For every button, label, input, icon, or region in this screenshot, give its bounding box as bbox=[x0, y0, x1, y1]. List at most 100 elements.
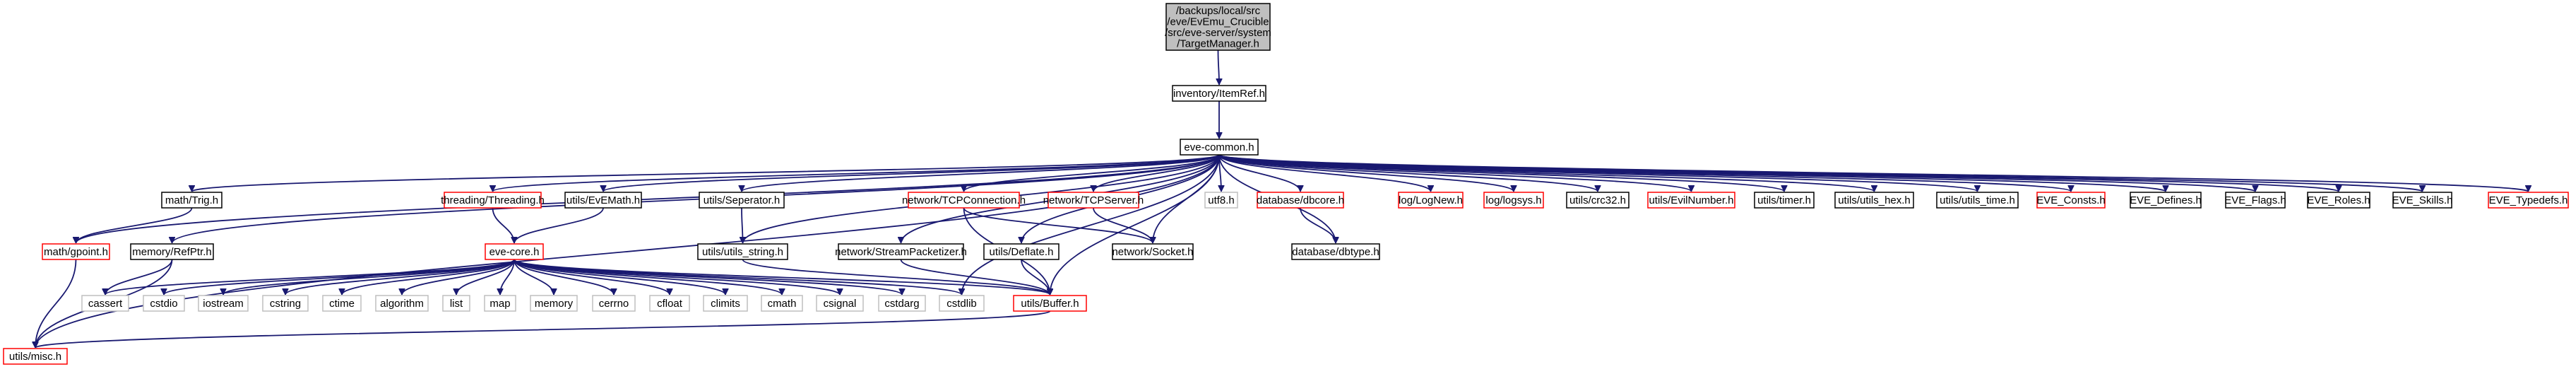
node-misc[interactable]: utils/misc.h bbox=[3, 348, 68, 365]
node-root[interactable]: /backups/local/src/eve/EvEmu_Crucible/sr… bbox=[1165, 3, 1271, 51]
node-refptr[interactable]: memory/RefPtr.h bbox=[130, 243, 214, 260]
edge-buffer-to-misc bbox=[35, 310, 1051, 349]
node-dbcore[interactable]: database/dbcore.h bbox=[1257, 192, 1344, 209]
node-box-logsys bbox=[1483, 192, 1544, 209]
node-cstdio: cstdio bbox=[143, 295, 185, 312]
node-box-utilsstring bbox=[697, 243, 788, 260]
edge-root-to-itemref bbox=[1218, 49, 1220, 85]
node-box-tcpconn bbox=[908, 192, 1020, 209]
edge-evecommon-to-crc32 bbox=[1218, 154, 1598, 192]
edge-evecore-to-cassert bbox=[105, 259, 515, 296]
edge-gpoint-to-misc bbox=[35, 259, 77, 348]
node-timer[interactable]: utils/timer.h bbox=[1754, 192, 1815, 209]
node-box-tcpserver bbox=[1047, 192, 1139, 209]
edge-evecommon-to-socket bbox=[1153, 154, 1220, 243]
node-box-timer bbox=[1754, 192, 1815, 209]
node-box-skills bbox=[2392, 192, 2452, 209]
node-box-threading bbox=[444, 192, 542, 209]
node-label-ctime: ctime bbox=[329, 298, 355, 310]
node-label-algorithm: algorithm bbox=[380, 298, 424, 310]
edge-evecore-to-cerrno bbox=[514, 259, 614, 296]
edge-evecommon-to-evilnumber bbox=[1218, 154, 1692, 192]
node-box-streampack bbox=[838, 243, 964, 260]
node-threading[interactable]: threading/Threading.h bbox=[441, 192, 545, 209]
node-box-algorithm bbox=[375, 295, 429, 312]
node-label-roles: EVE_Roles.h bbox=[2307, 194, 2370, 206]
node-box-cstdlib bbox=[939, 295, 985, 312]
node-label-streampack: network/StreamPacketizer.h bbox=[835, 246, 967, 258]
edge-evecore-to-map bbox=[500, 259, 515, 296]
node-utilsstring[interactable]: utils/utils_string.h bbox=[697, 243, 788, 260]
edge-evecommon-to-logsys bbox=[1218, 154, 1514, 192]
edge-evecommon-to-trig bbox=[192, 154, 1220, 192]
node-label-gpoint: math/gpoint.h bbox=[44, 246, 108, 258]
node-label-evemath: utils/EvEMath.h bbox=[566, 194, 640, 206]
node-label-dbtype: database/dbtype.h bbox=[1292, 246, 1379, 258]
edge-evecore-to-cstdio bbox=[164, 259, 515, 296]
node-label-tcpserver: network/TCPServer.h bbox=[1043, 194, 1144, 206]
node-socket[interactable]: network/Socket.h bbox=[1112, 243, 1194, 260]
node-box-buffer bbox=[1013, 295, 1087, 312]
node-map: map bbox=[484, 295, 516, 312]
node-box-gpoint bbox=[42, 243, 110, 260]
edge-streampack-to-buffer bbox=[900, 259, 1050, 296]
node-box-flags bbox=[2225, 192, 2286, 209]
node-label-lognew: log/LogNew.h bbox=[1399, 194, 1463, 206]
node-flags[interactable]: EVE_Flags.h bbox=[2224, 192, 2286, 209]
node-label-cmath: cmath bbox=[768, 298, 797, 310]
node-typedefs[interactable]: EVE_Typedefs.h bbox=[2488, 192, 2569, 209]
node-cstdlib: cstdlib bbox=[939, 295, 985, 312]
node-label-cfloat: cfloat bbox=[657, 298, 683, 310]
node-utilshex[interactable]: utils/utils_hex.h bbox=[1834, 192, 1914, 209]
node-label-crc32: utils/crc32.h bbox=[1569, 194, 1626, 206]
node-logsys[interactable]: log/logsys.h bbox=[1483, 192, 1544, 209]
edge-tcpserver-to-socket bbox=[1093, 207, 1153, 244]
node-evilnumber[interactable]: utils/EvilNumber.h bbox=[1647, 192, 1735, 209]
node-buffer[interactable]: utils/Buffer.h bbox=[1013, 295, 1087, 312]
node-itemref[interactable]: inventory/ItemRef.h bbox=[1172, 85, 1266, 102]
node-defines[interactable]: EVE_Defines.h bbox=[2130, 192, 2202, 209]
node-label-root: /backups/local/src bbox=[1176, 5, 1261, 17]
node-gpoint[interactable]: math/gpoint.h bbox=[42, 243, 110, 260]
node-memory: memory bbox=[530, 295, 578, 312]
node-dbtype[interactable]: database/dbtype.h bbox=[1291, 243, 1380, 260]
edge-evecommon-to-separator bbox=[742, 154, 1220, 192]
node-tcpserver[interactable]: network/TCPServer.h bbox=[1043, 192, 1144, 209]
node-utilstime[interactable]: utils/utils_time.h bbox=[1936, 192, 2019, 209]
node-box-socket bbox=[1112, 243, 1194, 260]
node-consts[interactable]: EVE_Consts.h bbox=[2036, 192, 2106, 209]
node-box-cfloat bbox=[649, 295, 690, 312]
node-box-dbcore bbox=[1257, 192, 1344, 209]
node-evemath[interactable]: utils/EvEMath.h bbox=[564, 192, 642, 209]
edge-evecore-to-memory bbox=[514, 259, 554, 296]
node-label-socket: network/Socket.h bbox=[1112, 246, 1193, 258]
node-tcpconn[interactable]: network/TCPConnection.h bbox=[902, 192, 1026, 209]
node-skills[interactable]: EVE_Skills.h bbox=[2392, 192, 2453, 209]
node-label-climits: climits bbox=[711, 298, 740, 310]
node-crc32[interactable]: utils/crc32.h bbox=[1566, 192, 1630, 209]
node-box-trig bbox=[161, 192, 222, 209]
node-deflate[interactable]: utils/Deflate.h bbox=[983, 243, 1060, 260]
node-box-roles bbox=[2307, 192, 2370, 209]
node-list: list bbox=[442, 295, 470, 312]
node-label-cassert: cassert bbox=[88, 298, 123, 310]
node-cmath: cmath bbox=[761, 295, 803, 312]
edge-evecommon-to-typedefs bbox=[1218, 154, 2529, 192]
node-evecommon[interactable]: eve-common.h bbox=[1180, 139, 1259, 156]
edge-evecommon-to-tcpserver bbox=[1093, 154, 1220, 192]
node-label-cstdarg: cstdarg bbox=[884, 298, 919, 310]
node-box-itemref bbox=[1172, 85, 1266, 102]
node-separator[interactable]: utils/Seperator.h bbox=[699, 192, 785, 209]
node-evecore[interactable]: eve-core.h bbox=[485, 243, 544, 260]
node-streampack[interactable]: network/StreamPacketizer.h bbox=[835, 243, 967, 260]
node-box-evemath bbox=[564, 192, 642, 209]
node-lognew[interactable]: log/LogNew.h bbox=[1398, 192, 1464, 209]
node-box-utilstime bbox=[1936, 192, 2019, 209]
node-label-refptr: memory/RefPtr.h bbox=[132, 246, 212, 258]
node-cstdarg: cstdarg bbox=[878, 295, 926, 312]
node-trig[interactable]: math/Trig.h bbox=[161, 192, 222, 209]
edge-trig-to-gpoint bbox=[76, 207, 193, 244]
node-label-threading: threading/Threading.h bbox=[441, 194, 545, 206]
node-roles[interactable]: EVE_Roles.h bbox=[2307, 192, 2370, 209]
node-box-utilshex bbox=[1834, 192, 1914, 209]
